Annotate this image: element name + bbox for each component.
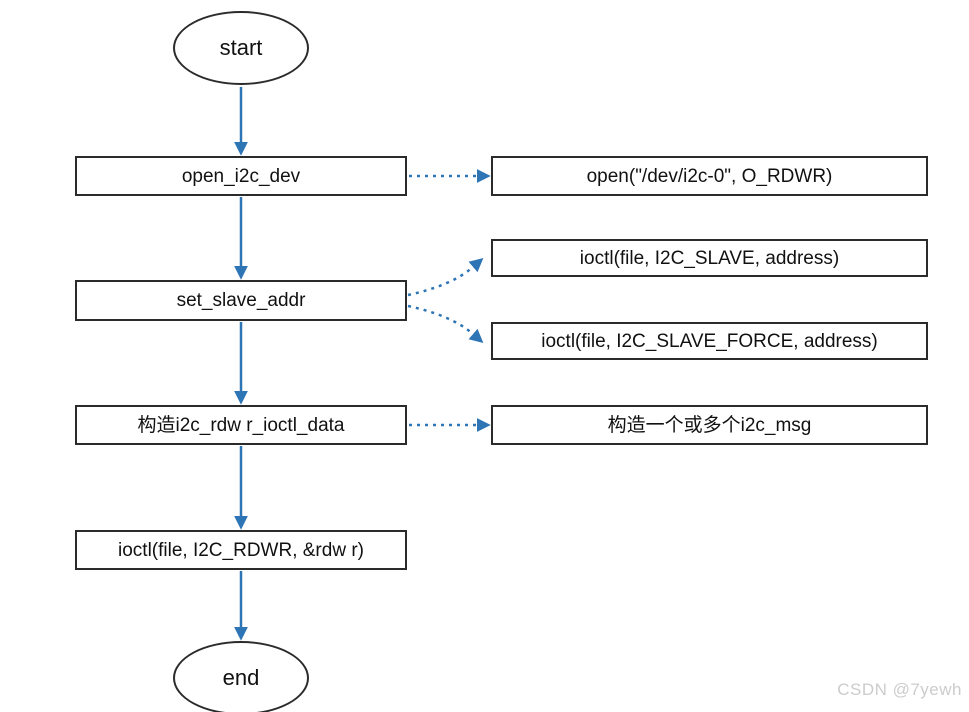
- step-set-slave-addr-label: set_slave_addr: [176, 290, 306, 311]
- detail-open-call: open("/dev/i2c-0", O_RDWR): [491, 156, 928, 196]
- dashed-arrow-slave-detail: [407, 257, 484, 297]
- detail-build-i2c-msg: 构造一个或多个i2c_msg: [491, 405, 928, 445]
- start-node: start: [173, 11, 309, 85]
- start-label: start: [219, 35, 263, 60]
- detail-ioctl-slave-force: ioctl(file, I2C_SLAVE_FORCE, address): [491, 322, 928, 360]
- step-build-rdwr-ioctl-data: 构造i2c_rdw r_ioctl_data: [75, 405, 407, 445]
- step-ioctl-rdwr-label: ioctl(file, I2C_RDWR, &rdw r): [118, 539, 364, 561]
- dashed-arrow-slaveforce-detail: [407, 304, 484, 344]
- detail-ioctl-slave-label: ioctl(file, I2C_SLAVE, address): [579, 247, 840, 269]
- step-ioctl-rdwr: ioctl(file, I2C_RDWR, &rdw r): [75, 530, 407, 570]
- detail-build-i2c-msg-label: 构造一个或多个i2c_msg: [607, 414, 812, 436]
- end-node: end: [173, 641, 309, 712]
- detail-ioctl-slave: ioctl(file, I2C_SLAVE, address): [491, 239, 928, 277]
- step-set-slave-addr: set_slave_addr: [75, 280, 407, 321]
- step-build-rdwr-ioctl-data-label: 构造i2c_rdw r_ioctl_data: [137, 414, 345, 436]
- detail-ioctl-slave-force-label: ioctl(file, I2C_SLAVE_FORCE, address): [541, 330, 878, 352]
- watermark: CSDN @7yewh: [837, 680, 962, 699]
- end-label: end: [222, 665, 260, 690]
- detail-open-call-label: open("/dev/i2c-0", O_RDWR): [586, 165, 833, 187]
- step-open-i2c-dev-label: open_i2c_dev: [181, 165, 301, 187]
- step-open-i2c-dev: open_i2c_dev: [75, 156, 407, 196]
